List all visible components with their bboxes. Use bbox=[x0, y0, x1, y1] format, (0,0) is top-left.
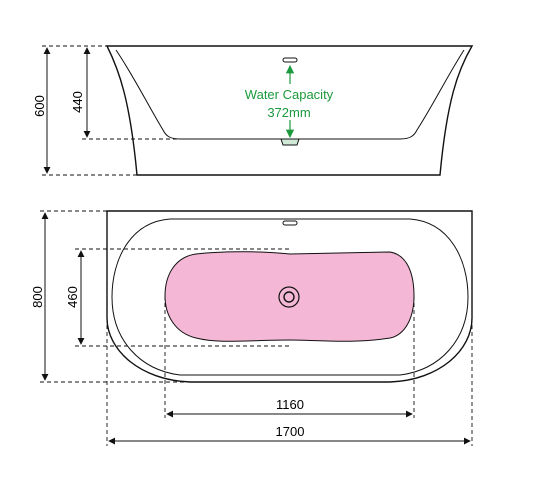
length-1700-label: 1700 bbox=[276, 424, 305, 439]
tub-outer-profile bbox=[105, 45, 474, 176]
tub-plan-outer bbox=[106, 210, 473, 383]
tub-inner-right-wall bbox=[399, 49, 465, 140]
drain-plan-icon bbox=[278, 286, 300, 308]
plan-view: 800 460 1160 1700 bbox=[30, 210, 473, 446]
overflow-icon bbox=[282, 57, 298, 63]
length-1160-label: 1160 bbox=[276, 397, 304, 412]
capacity-value: 372mm bbox=[267, 105, 310, 120]
tub-inner-left-wall bbox=[115, 49, 181, 140]
depth-440-label: 440 bbox=[70, 91, 85, 113]
overflow-plan-icon bbox=[282, 220, 298, 226]
drain-side-icon bbox=[280, 138, 300, 146]
tub-plan-rim bbox=[111, 218, 469, 376]
width-800-label: 800 bbox=[30, 286, 45, 308]
height-600-label: 600 bbox=[32, 95, 47, 117]
side-elevation-view: 600 440 Water Capacity 372mm bbox=[32, 45, 474, 176]
capacity-label: Water Capacity bbox=[245, 87, 334, 102]
width-460-label: 460 bbox=[65, 286, 80, 308]
